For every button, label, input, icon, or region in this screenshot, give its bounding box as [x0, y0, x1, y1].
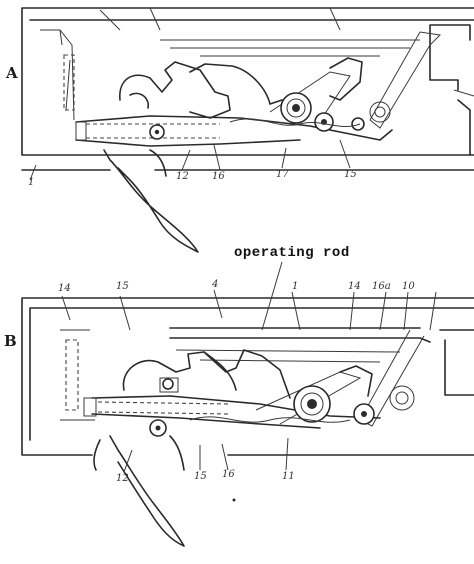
panel-a-label-16: 16	[212, 171, 225, 182]
panel-b-label-15: 15	[116, 281, 129, 292]
panel-b-label-11: 11	[282, 471, 295, 482]
panel-b-label-10: 10	[402, 281, 415, 292]
panel-a-hammer	[119, 61, 231, 119]
panel-b-label-4: 4	[212, 279, 219, 290]
panel-a-label-12: 12	[176, 171, 189, 182]
panel-b-label-16: 16	[222, 469, 235, 480]
panel-b-hammer	[122, 349, 291, 399]
panel-a-label-15: 15	[344, 169, 357, 180]
panel-b-label-15b: 15	[194, 471, 207, 482]
panel-b-label-14b: 14	[348, 281, 361, 292]
panel-b-label-16a: 16a	[372, 281, 391, 292]
panel-b-receiver	[21, 297, 474, 456]
panel-a-trigger	[103, 149, 199, 253]
panel-b-label-1: 1	[292, 281, 299, 292]
panel-b-label-14: 14	[58, 283, 71, 294]
panel-a-label-1: 1	[28, 177, 35, 188]
panel-b-trigger	[109, 435, 185, 547]
panel-b-letter: B	[4, 332, 17, 350]
panel-b-sear-bar	[91, 395, 381, 429]
panel-b-drawing	[21, 261, 474, 547]
panel-a-sear-bar	[75, 115, 393, 147]
panel-a-label-17: 17	[276, 169, 289, 180]
panel-a-receiver	[21, 7, 474, 171]
panel-a-letter: A	[6, 64, 18, 82]
operating-rod-caption: operating rod	[234, 245, 350, 261]
panel-b-label-12: 12	[116, 473, 129, 484]
panel-a-drawing	[21, 7, 474, 253]
operating-rod	[169, 327, 431, 343]
